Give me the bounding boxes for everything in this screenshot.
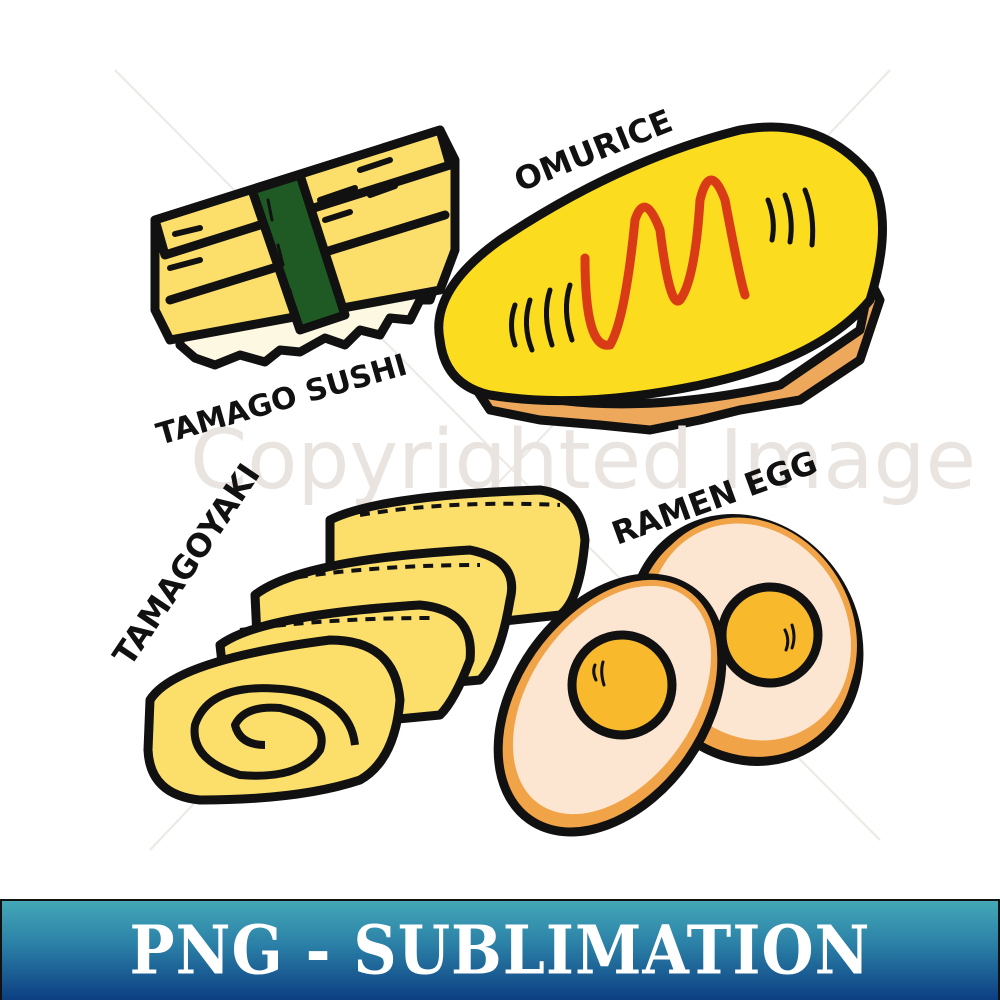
- ramen-egg-illustration: [493, 514, 864, 837]
- banner-text: PNG - SUBLIMATION: [129, 911, 871, 990]
- watermark-text: Copyrighted Image: [190, 413, 976, 508]
- tamago-sushi-illustration: [150, 125, 460, 370]
- tamagoyaki-illustration: [143, 485, 590, 805]
- illustration-canvas: TAMAGO SUSHI OMURICE Copyrighted Image T…: [105, 69, 976, 851]
- omurice-illustration: [434, 122, 887, 435]
- sublimation-banner: PNG - SUBLIMATION: [0, 899, 1000, 1000]
